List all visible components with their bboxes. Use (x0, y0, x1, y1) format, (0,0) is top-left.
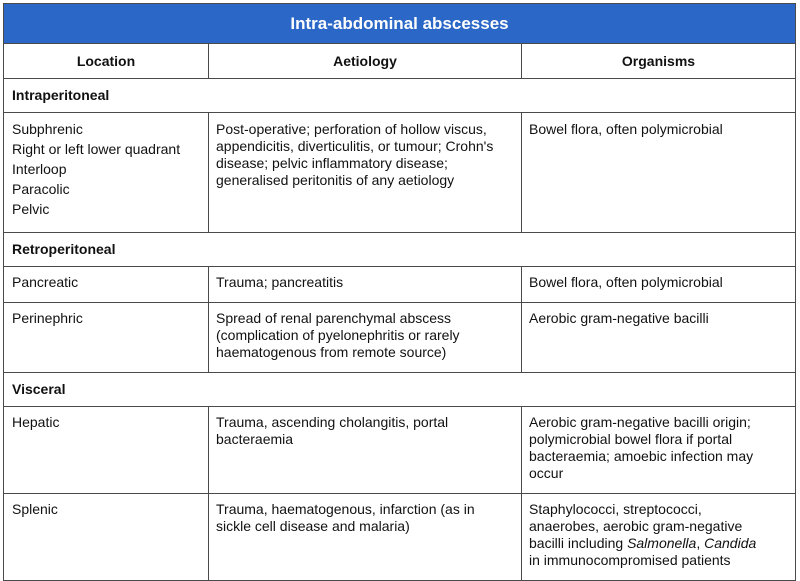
header-aetiology: Aetiology (209, 44, 522, 78)
location-cell: Perinephric (4, 303, 209, 372)
table-row: Subphrenic Right or left lower quadrant … (4, 113, 795, 233)
aetiology-line: generalised peritonitis of any aetiology (216, 172, 455, 188)
aetiology-line: (complication of pyelonephritis or rarel… (216, 327, 460, 343)
organisms-cell: Bowel flora, often polymicrobial (522, 267, 795, 302)
aetiology-line: Spread of renal parenchymal abscess (216, 310, 452, 326)
header-location: Location (4, 44, 209, 78)
table-title: Intra-abdominal abscesses (4, 4, 795, 44)
aetiology-line: disease; pelvic inflammatory disease; (216, 155, 448, 171)
section-retroperitoneal: Retroperitoneal (4, 233, 795, 267)
organisms-line: Aerobic gram-negative bacilli (529, 310, 709, 326)
table-row: Splenic Trauma, haematogenous, infarctio… (4, 494, 795, 580)
organisms-line: polymicrobial bowel flora if portal (529, 431, 733, 447)
aetiology-line: sickle cell disease and malaria) (216, 518, 410, 534)
aetiology-line: Post-operative; perforation of hollow vi… (216, 121, 487, 137)
organisms-line: bacteraemia; amoebic infection may (529, 448, 754, 464)
aetiology-line: Trauma, ascending cholangitis, portal (216, 414, 449, 430)
header-organisms: Organisms (621, 53, 696, 69)
organisms-cell: Aerobic gram-negative bacilli origin; po… (522, 407, 795, 493)
organisms-line: bacilli including Salmonella, Candida (529, 535, 788, 552)
location-cell: Hepatic (4, 407, 209, 493)
organisms-line: Bowel flora, often polymicrobial (529, 274, 723, 290)
location-cell: Pancreatic (4, 267, 209, 302)
aetiology-line: haematogenous from remote source) (216, 344, 447, 360)
aetiology-cell: Post-operative; perforation of hollow vi… (209, 113, 522, 232)
section-intraperitoneal: Intraperitoneal (4, 79, 795, 113)
organisms-separator: , (696, 535, 705, 551)
abscess-table: Intra-abdominal abscesses Location Aetio… (3, 3, 796, 581)
organisms-text: bacilli including (529, 535, 628, 551)
location-subphrenic: Subphrenic (12, 121, 83, 137)
location-paracolic: Paracolic (12, 181, 70, 197)
organisms-line: occur (529, 465, 564, 481)
table-row: Pancreatic Trauma; pancreatitis Bowel fl… (4, 267, 795, 303)
organisms-cell: Bowel flora, often polymicrobial (522, 113, 795, 232)
aetiology-line: bacteraemia (216, 431, 294, 447)
location-interloop: Interloop (12, 161, 67, 177)
aetiology-line: Trauma, haematogenous, infarction (as in (216, 501, 475, 517)
table-row: Hepatic Trauma, ascending cholangitis, p… (4, 407, 795, 494)
organisms-line: Aerobic gram-negative bacilli origin; (529, 414, 751, 430)
organism-candida: Candida (704, 535, 757, 551)
section-visceral: Visceral (4, 373, 795, 407)
organisms-cell: Aerobic gram-negative bacilli (522, 303, 795, 372)
location-cell: Subphrenic Right or left lower quadrant … (4, 113, 209, 232)
location-pelvic: Pelvic (12, 201, 50, 217)
organism-salmonella: Salmonella (627, 535, 697, 551)
organisms-line: in immunocompromised patients (529, 552, 731, 568)
aetiology-cell: Trauma; pancreatitis (209, 267, 522, 302)
header-row: Location Aetiology Organisms (4, 44, 795, 79)
aetiology-cell: Trauma, haematogenous, infarction (as in… (209, 494, 522, 580)
location-cell: Splenic (4, 494, 209, 580)
organisms-line: Staphylococci, streptococci, (529, 501, 702, 517)
organisms-line: Bowel flora, often polymicrobial (529, 121, 723, 137)
aetiology-line: Trauma; pancreatitis (216, 274, 344, 290)
aetiology-line: appendicitis, diverticulitis, or tumour;… (216, 138, 494, 154)
location-lower-quadrant: Right or left lower quadrant (12, 141, 181, 157)
organisms-line: anaerobes, aerobic gram-negative (529, 518, 743, 534)
aetiology-cell: Spread of renal parenchymal abscess (com… (209, 303, 522, 372)
aetiology-cell: Trauma, ascending cholangitis, portal ba… (209, 407, 522, 493)
table-row: Perinephric Spread of renal parenchymal … (4, 303, 795, 373)
organisms-cell: Staphylococci, streptococci, anaerobes, … (522, 494, 795, 580)
